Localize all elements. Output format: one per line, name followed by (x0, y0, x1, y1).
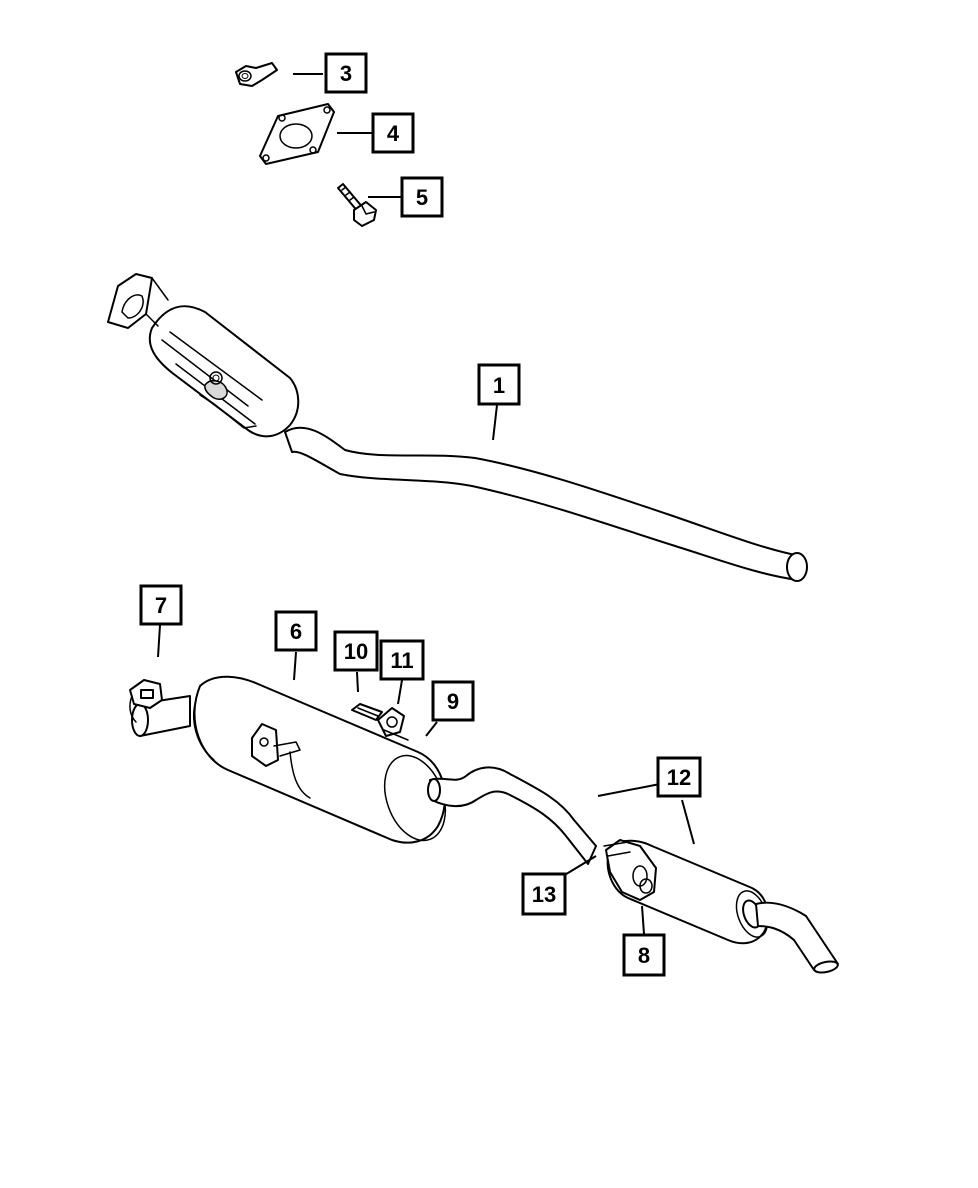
callout-6: 6 (274, 610, 318, 652)
leader-9 (425, 721, 438, 737)
part-4-gasket (259, 103, 335, 165)
part-3-nut (235, 62, 278, 87)
svg-text:10: 10 (344, 639, 368, 664)
part-11-isolator (377, 707, 405, 737)
svg-text:6: 6 (290, 619, 302, 644)
callout-12: 12 (656, 756, 702, 798)
callout-4: 4 (371, 112, 415, 154)
svg-text:8: 8 (638, 943, 650, 968)
leader-1 (492, 404, 498, 441)
svg-text:4: 4 (387, 121, 400, 146)
callout-11: 11 (379, 639, 425, 681)
leader-6 (293, 651, 297, 681)
part-9-bracket (383, 729, 409, 741)
part-1-front-pipe-catalytic-converter (107, 273, 808, 582)
part-10-hanger (351, 703, 383, 721)
leader-12b (681, 799, 695, 845)
callout-13: 13 (521, 872, 567, 916)
svg-text:3: 3 (340, 61, 352, 86)
leader-11 (397, 679, 403, 705)
part-5-bolt (337, 183, 377, 227)
callout-8: 8 (622, 933, 666, 977)
svg-text:1: 1 (493, 373, 505, 398)
svg-text:5: 5 (416, 185, 428, 210)
svg-text:13: 13 (532, 882, 556, 907)
svg-text:7: 7 (155, 593, 167, 618)
callout-9: 9 (431, 680, 475, 722)
leader-13 (562, 855, 597, 877)
leader-8 (641, 905, 645, 935)
part-7-clamp (129, 679, 163, 723)
svg-text:11: 11 (390, 648, 413, 673)
callout-1: 1 (477, 363, 521, 406)
part-8-hanger (603, 839, 657, 901)
leader-12a (597, 783, 661, 797)
svg-text:12: 12 (667, 765, 691, 790)
leader-7 (157, 624, 161, 658)
callout-10: 10 (333, 630, 379, 672)
part-6-resonator (131, 675, 597, 865)
leader-10 (356, 671, 359, 693)
callout-7: 7 (139, 584, 183, 626)
svg-text:9: 9 (447, 689, 459, 714)
callout-5: 5 (400, 176, 444, 218)
callout-3: 3 (324, 52, 368, 94)
